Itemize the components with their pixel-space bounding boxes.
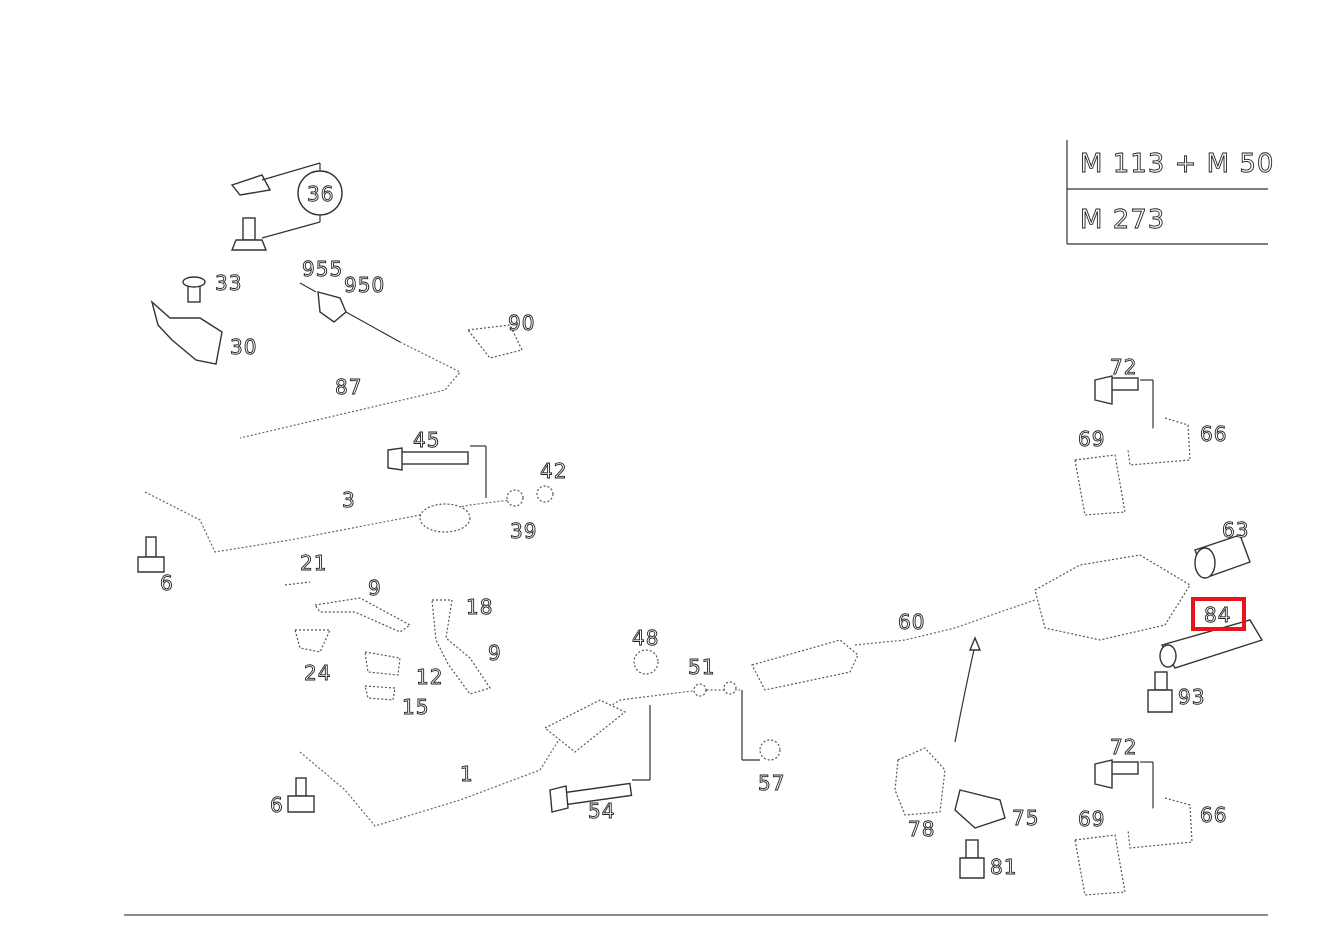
part-label-33[interactable]: 33 [215,271,242,296]
part-label-72-lower[interactable]: 72 [1110,735,1137,760]
center-muffler-icon [751,639,859,691]
nut-51-icon [693,683,707,697]
bolt-6-lower-icon [295,777,307,797]
part-label-90[interactable]: 90 [508,311,535,336]
part-label-51[interactable]: 51 [688,655,715,680]
part-label-950[interactable]: 950 [344,273,385,298]
part-label-78[interactable]: 78 [908,817,935,842]
part-label-42[interactable]: 42 [540,459,567,484]
front-pipe-3 [144,491,511,553]
part-label-48[interactable]: 48 [632,626,659,651]
nut-57-icon [759,739,781,761]
part-group-36: 36 [230,162,343,251]
hanger-bracket-66-upper-icon [1127,417,1191,466]
intermediate-pipe-60 [854,599,1036,646]
nut-48-icon [633,649,659,675]
bracket-9-left-icon [313,597,412,633]
catalyst-upper-icon [419,503,471,533]
part-label-36[interactable]: 36 [307,182,334,207]
part-label-24[interactable]: 24 [304,661,331,686]
part-label-69-upper[interactable]: 69 [1078,427,1105,452]
part-label-93[interactable]: 93 [1178,685,1205,710]
bolt-head-icon [230,239,268,251]
clip-nut-icon [230,174,272,196]
part-label-54[interactable]: 54 [588,799,615,824]
rubber-15-icon [364,685,396,701]
part-group-rear-muffler: 84 63 93 [1034,518,1264,713]
hanger-bracket-66-lower-icon [1127,797,1193,849]
bolt-72-lower-icon [1109,761,1139,775]
part-group-brackets: 21 9 18 9 24 12 15 [284,551,502,720]
bracket-75-icon [954,789,1006,829]
front-pipe-1 [299,689,740,827]
nut-39-icon [506,489,524,507]
part-label-6-lower[interactable]: 6 [270,793,284,818]
sensor-cable-87 [239,341,461,439]
arrow-head-icon [968,636,982,651]
part-label-9-right[interactable]: 9 [488,641,502,666]
heat-shield-icon [150,299,223,365]
part-group-o2-sensor: 955 950 87 90 [239,257,535,439]
part-group-30-33: 33 30 [150,271,257,365]
part-group-upper-pipe: 3 45 39 42 6 [137,428,567,596]
part-label-72-upper[interactable]: 72 [1110,355,1137,380]
part-label-57[interactable]: 57 [758,771,785,796]
part-label-21[interactable]: 21 [300,551,327,576]
arrow-line [954,644,976,743]
part-label-12[interactable]: 12 [416,665,443,690]
bolt-81-icon [965,839,979,859]
bolt-72-upper-icon [1109,377,1139,391]
part-label-45[interactable]: 45 [413,428,440,453]
part-label-6-upper[interactable]: 6 [160,571,174,596]
sensor-plug-icon [317,291,347,323]
part-label-84[interactable]: 84 [1204,603,1231,628]
engine-variant-table: M 113 + M 50 M 273 [1066,140,1274,245]
part-label-66-lower[interactable]: 66 [1200,803,1227,828]
part-group-center-muffler: 60 [751,599,1036,743]
bracket-9-right-icon [431,599,491,695]
part-label-39[interactable]: 39 [510,519,537,544]
part-label-18[interactable]: 18 [466,595,493,620]
part-group-hanger-upper: 72 66 69 [1074,355,1227,516]
part-label-66-upper[interactable]: 66 [1200,422,1227,447]
part-label-30[interactable]: 30 [230,335,257,360]
part-group-rear-mount: 78 75 81 [894,747,1039,880]
part-label-9-left[interactable]: 9 [368,576,382,601]
rubber-mount-78-icon [894,747,946,816]
rubber-mount-69-upper-icon [1074,454,1126,516]
bolt-icon [242,217,256,241]
catalyst-lower-icon [543,699,627,753]
nut-42-icon [536,485,554,503]
engine-variant-m113[interactable]: M 113 + M 50 [1080,149,1274,180]
bolt-93-icon [1154,671,1168,691]
bolt-45-icon [399,451,469,465]
part-label-60[interactable]: 60 [898,610,925,635]
rubber-mount-69-lower-icon [1074,834,1126,896]
part-label-63[interactable]: 63 [1222,518,1249,543]
rubber-12-icon [364,651,401,676]
part-group-hanger-lower: 72 66 69 [1074,735,1227,896]
part-label-75[interactable]: 75 [1012,806,1039,831]
part-label-1[interactable]: 1 [460,762,474,787]
part-label-81[interactable]: 81 [990,855,1017,880]
engine-variant-m273[interactable]: M 273 [1080,205,1165,236]
part-label-87[interactable]: 87 [335,375,362,400]
sensor-connector-90-icon [466,324,523,359]
bolt-6-upper-icon [145,536,157,558]
part-label-69-lower[interactable]: 69 [1078,807,1105,832]
washer-24-icon [294,629,331,653]
part-group-lower-pipe: 1 48 51 54 57 6 [270,626,785,827]
part-label-3[interactable]: 3 [342,488,356,513]
highlight-box [1191,597,1246,631]
rear-muffler-icon [1034,554,1191,641]
part-label-955[interactable]: 955 [302,257,343,282]
part-label-15[interactable]: 15 [402,695,429,720]
